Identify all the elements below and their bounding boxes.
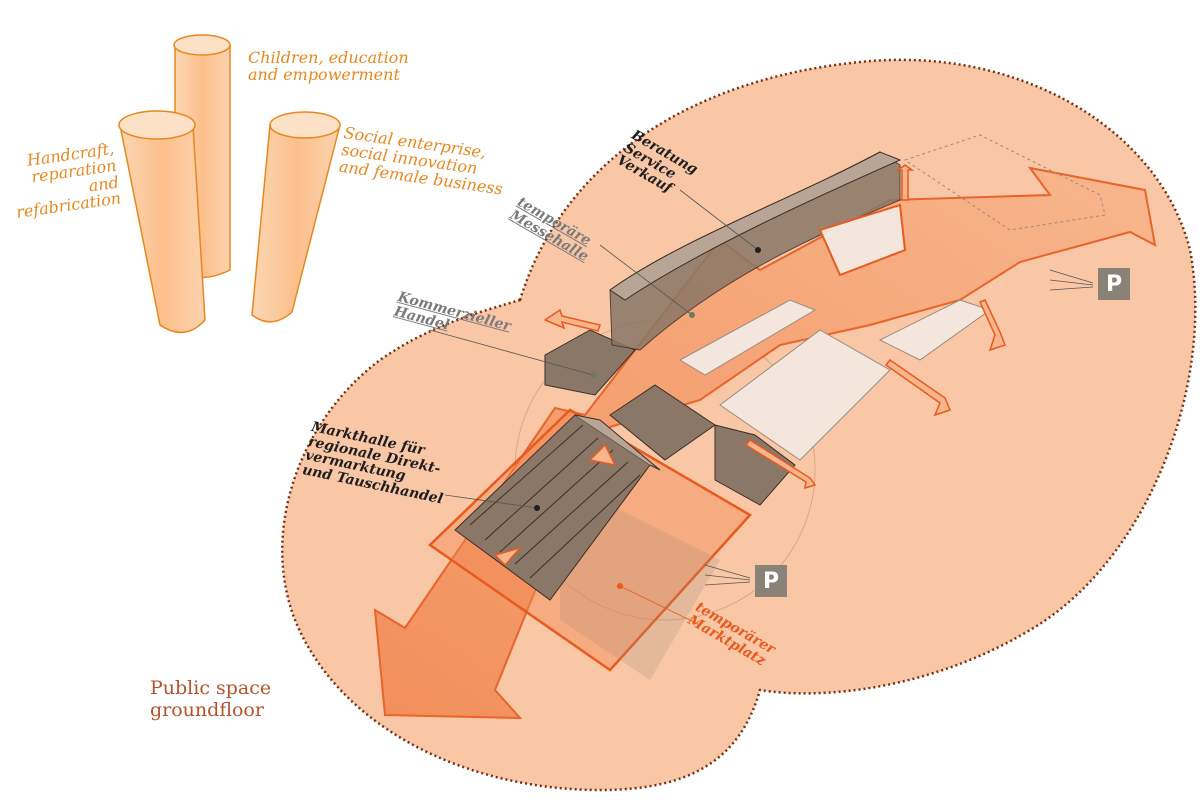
building-central bbox=[544, 329, 796, 506]
leader-lines bbox=[429, 189, 1094, 626]
parking-badge-east: P bbox=[1098, 268, 1130, 300]
pillar-handcraft bbox=[118, 110, 206, 334]
buildings-light bbox=[678, 134, 1106, 461]
exhibition-hall bbox=[609, 151, 902, 351]
arrow-small-north bbox=[493, 164, 1006, 567]
pillar-social bbox=[251, 111, 341, 323]
pillar-label-children: Children, education and empowerment bbox=[248, 48, 409, 84]
public-space-label: Public space groundfloor bbox=[150, 677, 272, 721]
parking-badge-south: P bbox=[755, 565, 787, 597]
